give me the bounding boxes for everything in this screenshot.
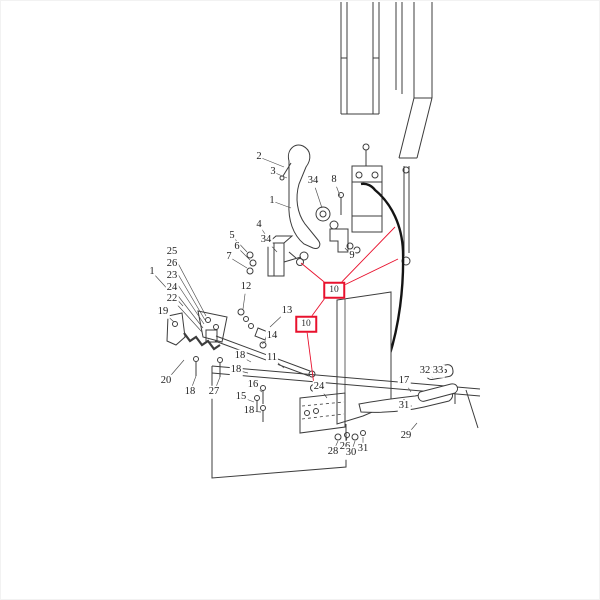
- part-number-label: 2: [255, 150, 263, 164]
- part-number-label: 6: [233, 240, 241, 254]
- part-number-label: 30: [344, 446, 358, 460]
- highlight-leader-line: [305, 323, 315, 386]
- part-number-label: 4: [255, 218, 263, 232]
- part-number-label: 15: [234, 390, 248, 404]
- part-number-label: 7: [225, 250, 233, 264]
- part-number-label: 22: [165, 292, 179, 306]
- part-number-label: 18: [233, 349, 247, 363]
- part-number-label: 13: [280, 304, 294, 318]
- part-number-label: 18: [229, 363, 243, 377]
- part-number-label: 27: [207, 385, 221, 399]
- part-number-label: 17: [397, 374, 411, 388]
- part-number-label: 28: [326, 445, 340, 459]
- part-number-label: 31: [356, 442, 370, 456]
- highlighted-part-box[interactable]: 10: [295, 315, 317, 333]
- part-number-label: 29: [399, 429, 413, 443]
- part-number-label: 16: [246, 378, 260, 392]
- part-number-label: 34: [259, 233, 273, 247]
- part-number-label: 31: [397, 399, 411, 413]
- leader-line: [258, 156, 285, 168]
- part-number-label: 18: [183, 385, 197, 399]
- part-number-label: 34: [306, 174, 320, 188]
- part-number-label: 1: [148, 265, 156, 279]
- part-number-label: 19: [156, 305, 170, 319]
- highlight-leader-line: [333, 226, 396, 291]
- part-number-label: 18: [242, 404, 256, 418]
- part-number-label: 8: [330, 173, 338, 187]
- part-number-label: 24: [312, 380, 326, 394]
- part-number-label: 1: [268, 194, 276, 208]
- pivot-bracket: [246, 235, 309, 277]
- mounting-bolts: [254, 385, 366, 441]
- part-number-label: 11: [265, 351, 279, 365]
- highlighted-part-box[interactable]: 10: [323, 281, 345, 299]
- part-number-label: 24: [165, 281, 179, 295]
- part-number-label: 26: [165, 257, 179, 271]
- part-number-label: 9: [348, 249, 356, 263]
- spring-assembly: [166, 310, 228, 377]
- part-number-label: 5: [228, 229, 236, 243]
- part-number-label: 33: [431, 364, 445, 378]
- control-lever: [279, 144, 361, 254]
- part-number-label: 20: [159, 374, 173, 388]
- part-number-label: 25: [165, 245, 179, 259]
- part-number-label: 14: [265, 329, 279, 343]
- under-bracket: [299, 392, 346, 434]
- part-number-label: 12: [239, 280, 253, 294]
- part-number-label: 32: [418, 364, 432, 378]
- frame-assembly: [340, 2, 433, 266]
- part-number-label: 3: [269, 165, 277, 179]
- part-number-label: 23: [165, 269, 179, 283]
